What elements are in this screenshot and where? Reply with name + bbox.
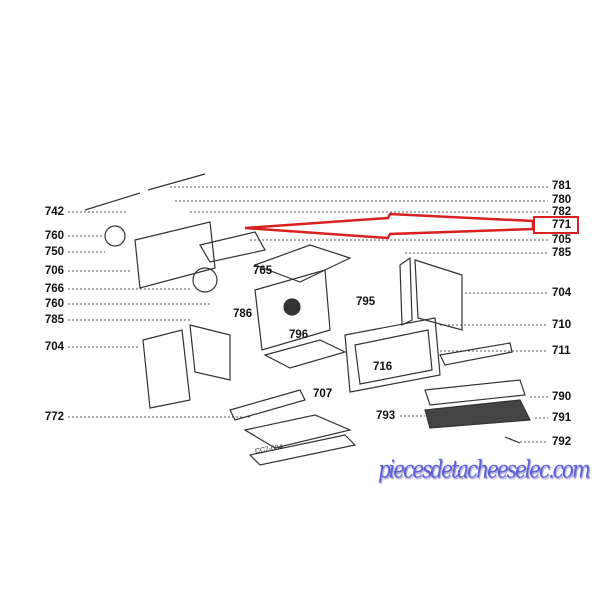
part-label: 705: [552, 234, 572, 246]
highlight-arrow: [244, 212, 535, 240]
part-label: 766: [44, 283, 64, 295]
part-label: 704: [552, 287, 572, 299]
oven-parts: [84, 173, 531, 466]
part-label: 710: [552, 319, 572, 331]
part-label: 782: [552, 206, 572, 218]
part-label: 780: [552, 194, 572, 206]
part-label: 760: [44, 230, 64, 242]
part-label: 742: [44, 206, 64, 218]
part-label: 706: [44, 265, 64, 277]
part-label: 704: [44, 341, 64, 353]
watermark: piecesdetacheeselec.com: [378, 454, 591, 484]
part-label: 791: [552, 412, 572, 424]
part-label: 793: [376, 410, 396, 422]
part-label: 790: [552, 391, 572, 403]
part-label: 765: [253, 265, 273, 277]
part-label: 716: [373, 361, 393, 373]
part-label: 785: [552, 247, 572, 259]
part-label: 796: [289, 329, 309, 341]
part-label: 707: [313, 388, 333, 400]
part-label: 711: [552, 345, 571, 357]
part-label-highlighted: 771: [552, 219, 572, 231]
part-label: 760: [44, 298, 64, 310]
part-label: 792: [552, 436, 572, 448]
part-label: 781: [552, 180, 572, 192]
part-label: 785: [44, 314, 64, 326]
part-label: 786: [233, 308, 253, 320]
highlight-box: [533, 216, 579, 234]
part-label: 772: [44, 411, 64, 423]
leader-lines: [68, 186, 548, 443]
part-label: 750: [44, 246, 64, 258]
part-label: 795: [356, 296, 376, 308]
